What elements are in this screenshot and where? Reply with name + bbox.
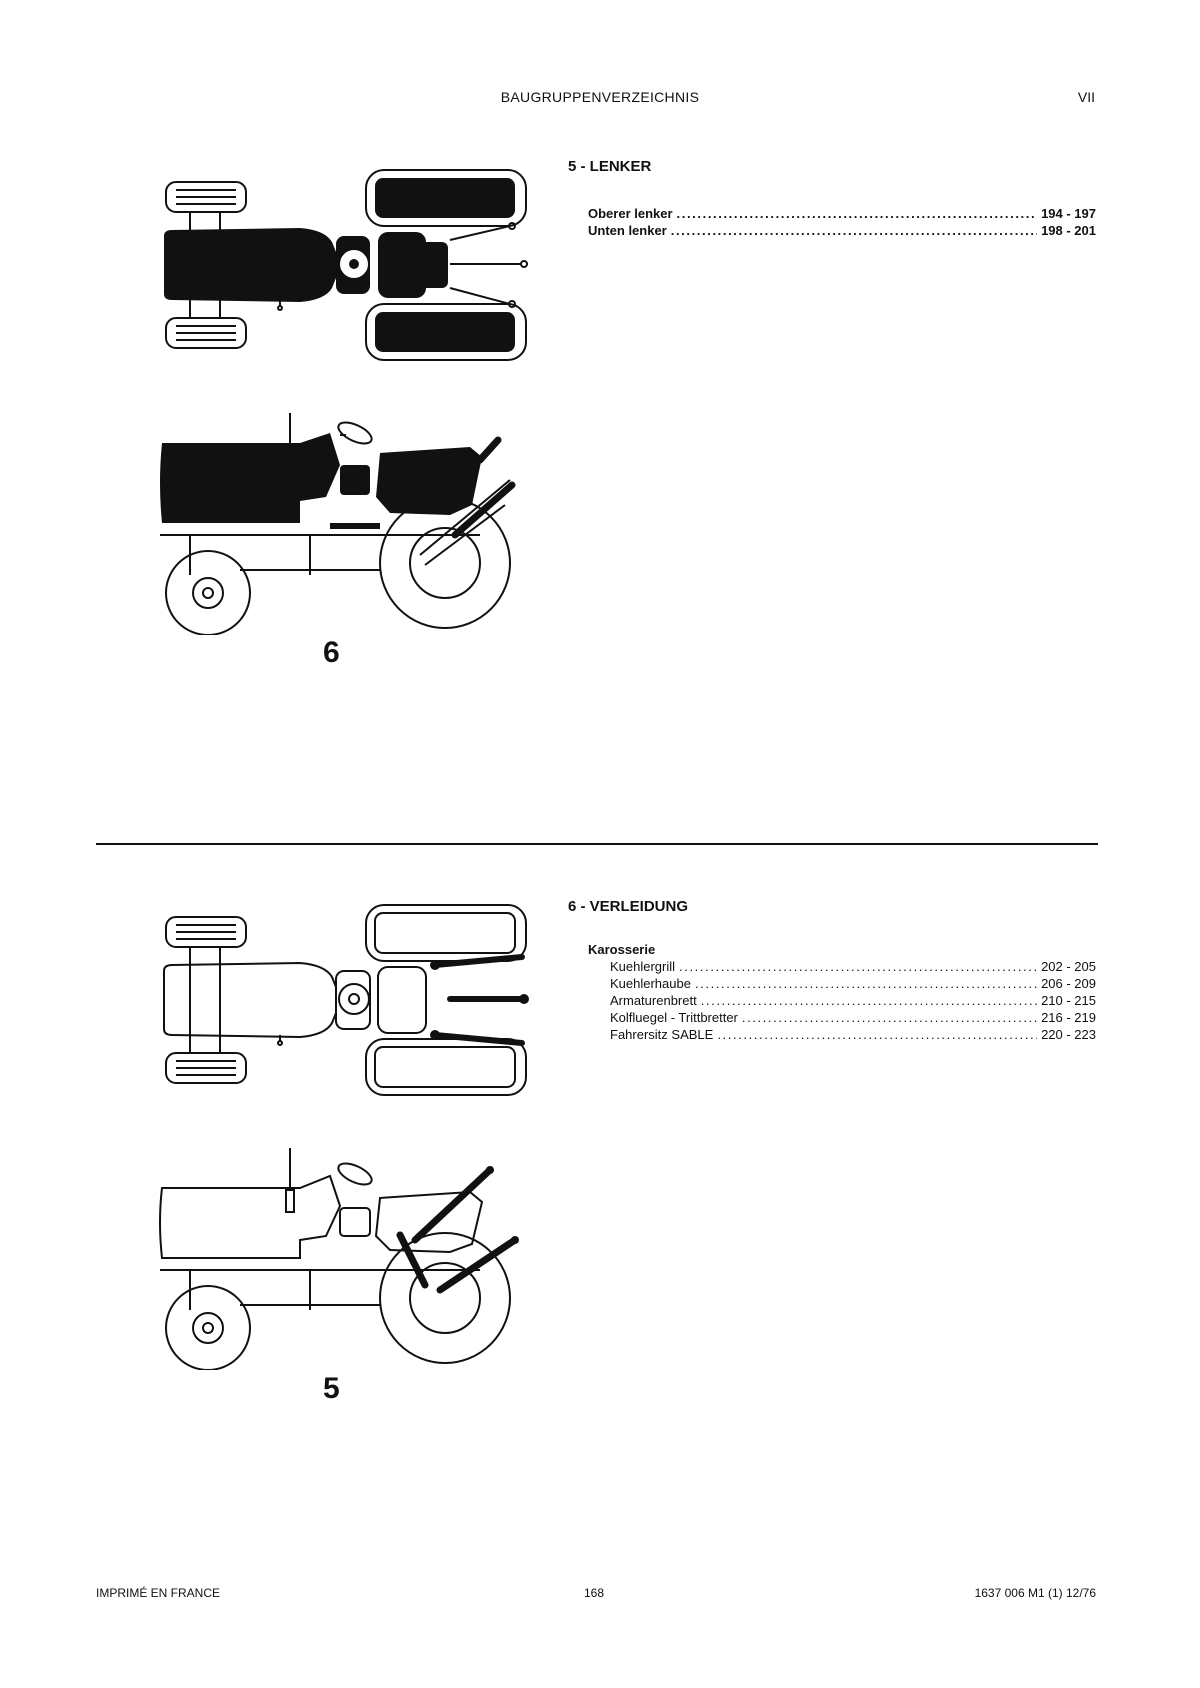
section-5-title: 5 - LENKER [568, 158, 652, 175]
toc-leader [677, 205, 1038, 222]
section-6-toc: Karosserie Kuehlergrill 202 - 205 Kuehle… [588, 941, 1096, 1043]
toc-entry-pages: 210 - 215 [1041, 993, 1096, 1008]
toc-leader [742, 1009, 1037, 1026]
toc-leader [679, 958, 1037, 975]
tractor-side-view-figure-upper [160, 413, 516, 635]
toc-row[interactable]: Kuehlerhaube 206 - 209 [588, 975, 1096, 992]
section-5-toc: Oberer lenker 194 - 197 Unten lenker 198… [588, 205, 1096, 239]
page-header-number: VII [1077, 89, 1095, 105]
section-6-title: 6 - VERLEIDUNG [568, 898, 689, 915]
toc-entry-label: Unten lenker [588, 223, 667, 238]
figure-number-lower: 5 [323, 1372, 340, 1405]
toc-entry-label: Kuehlerhaube [610, 976, 691, 991]
footer-printed-in: IMPRIMÉ EN FRANCE [96, 1586, 221, 1600]
toc-group-heading: Karosserie [588, 942, 656, 957]
toc-row[interactable]: Kolfluegel - Trittbretter 216 - 219 [588, 1009, 1096, 1026]
tractor-side-view-figure-lower [159, 1148, 519, 1370]
toc-entry-pages: 202 - 205 [1041, 959, 1096, 974]
toc-entry-pages: 194 - 197 [1041, 206, 1096, 221]
toc-row[interactable]: Oberer lenker 194 - 197 [588, 205, 1096, 222]
toc-entry-label: Fahrersitz SABLE [610, 1027, 714, 1042]
page-header-title: BAUGRUPPENVERZEICHNIS [500, 89, 700, 105]
toc-entry-pages: 216 - 219 [1041, 1010, 1096, 1025]
toc-leader [695, 975, 1037, 992]
footer-page-number: 168 [584, 1586, 605, 1600]
toc-row[interactable]: Armaturenbrett 210 - 215 [588, 992, 1096, 1009]
toc-entry-label: Oberer lenker [588, 206, 673, 221]
toc-leader [671, 222, 1037, 239]
toc-row[interactable]: Kuehlergrill 202 - 205 [588, 958, 1096, 975]
toc-entry-label: Kolfluegel - Trittbretter [610, 1010, 738, 1025]
tractor-top-view-figure-lower [163, 904, 529, 1096]
toc-entry-label: Armaturenbrett [610, 993, 697, 1008]
toc-entry-pages: 198 - 201 [1041, 223, 1096, 238]
footer-document-code: 1637 006 M1 (1) 12/76 [974, 1586, 1096, 1600]
toc-row[interactable]: Unten lenker 198 - 201 [588, 222, 1096, 239]
toc-entry-label: Kuehlergrill [610, 959, 676, 974]
toc-leader [701, 992, 1037, 1009]
toc-entry-pages: 206 - 209 [1041, 976, 1096, 991]
figure-number-upper: 6 [323, 636, 340, 669]
toc-entry-pages: 220 - 223 [1041, 1027, 1096, 1042]
toc-leader [717, 1026, 1037, 1043]
toc-row[interactable]: Fahrersitz SABLE 220 - 223 [588, 1026, 1096, 1043]
section-divider [96, 843, 1098, 845]
tractor-top-view-figure-upper [164, 169, 528, 361]
